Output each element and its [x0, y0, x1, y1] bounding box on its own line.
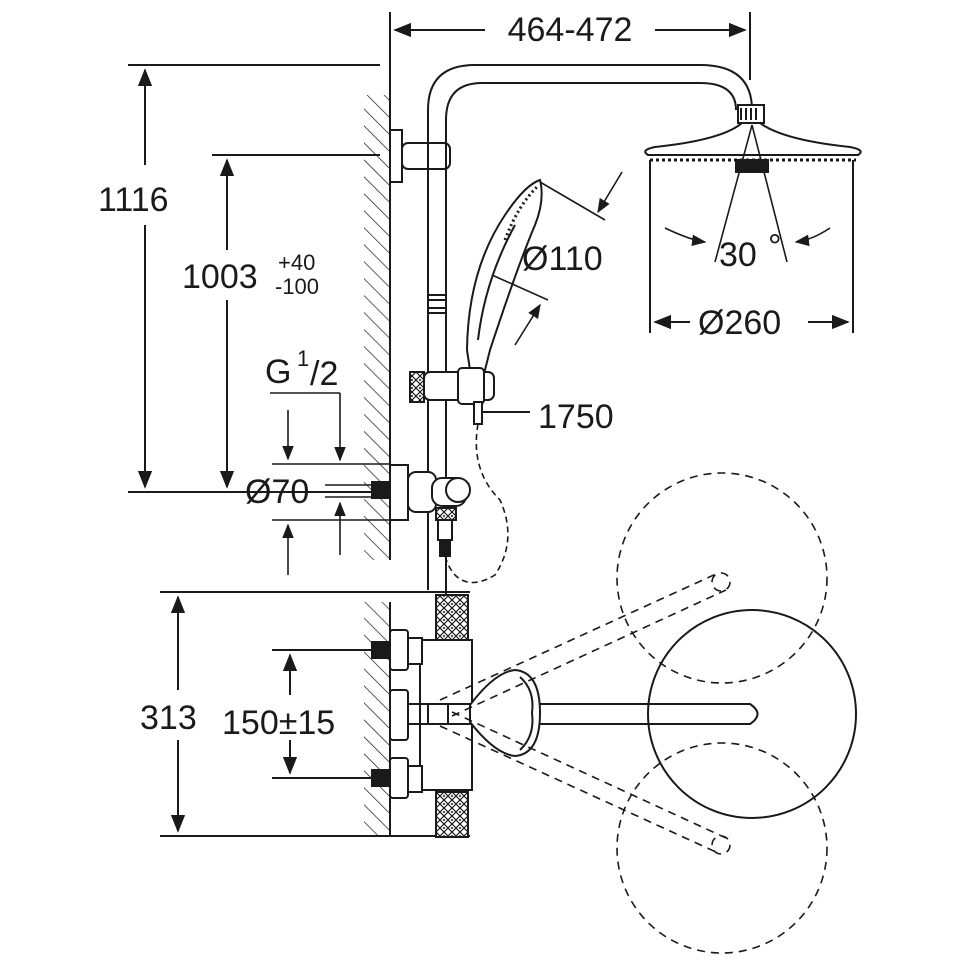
mixer-height-label: 313: [140, 699, 197, 737]
height-1116-dimension: [128, 64, 380, 493]
thread-leader: [270, 392, 346, 462]
hand-shower-plan: [469, 668, 542, 758]
thermostat-body: [371, 594, 473, 838]
escutcheon-dimension: [272, 410, 390, 575]
mixer-front: [371, 464, 471, 557]
head-angle-dimension: [664, 124, 831, 263]
riser-and-arm: [427, 64, 753, 600]
arm-dimension: [389, 12, 751, 95]
hand-shower: [465, 178, 543, 371]
height-313-dimension: [160, 591, 470, 837]
arm-plan: [408, 703, 759, 725]
head-angle-label: 30: [719, 236, 757, 274]
thread-den-label: /2: [310, 355, 338, 393]
thread-g-label: G: [265, 353, 291, 391]
shower-hose: [443, 423, 509, 584]
center-distance-label: 150±15: [222, 704, 335, 742]
center-distance-dimension: [272, 649, 380, 779]
rail-tol-plus-label: +40: [278, 250, 315, 275]
rail-tol-minus-label: -100: [275, 274, 319, 299]
arm-projection-label: 464-472: [508, 11, 633, 49]
hand-diameter-label: Ø110: [522, 240, 603, 278]
rotated-positions: [439, 472, 828, 954]
head-diameter-label: Ø260: [698, 304, 781, 342]
hand-shower-diameter-dimension: [491, 171, 623, 346]
hose-length-label: 1750: [538, 398, 614, 436]
wall-lower: [364, 602, 391, 836]
rail-height-label: 1003: [182, 258, 258, 296]
top-wall-bracket: [389, 129, 451, 183]
total-height-label: 1116: [98, 181, 169, 219]
head-plan-circle: [647, 609, 857, 819]
escutcheon-diameter-label: Ø70: [245, 473, 309, 511]
height-1003-dimension: [212, 154, 380, 489]
rain-shower-head: [644, 104, 862, 173]
degree-label: °: [768, 228, 782, 266]
thread-num-label: 1: [297, 346, 309, 371]
slider-holder: [409, 367, 495, 425]
head-diameter-dimension: [649, 160, 854, 333]
